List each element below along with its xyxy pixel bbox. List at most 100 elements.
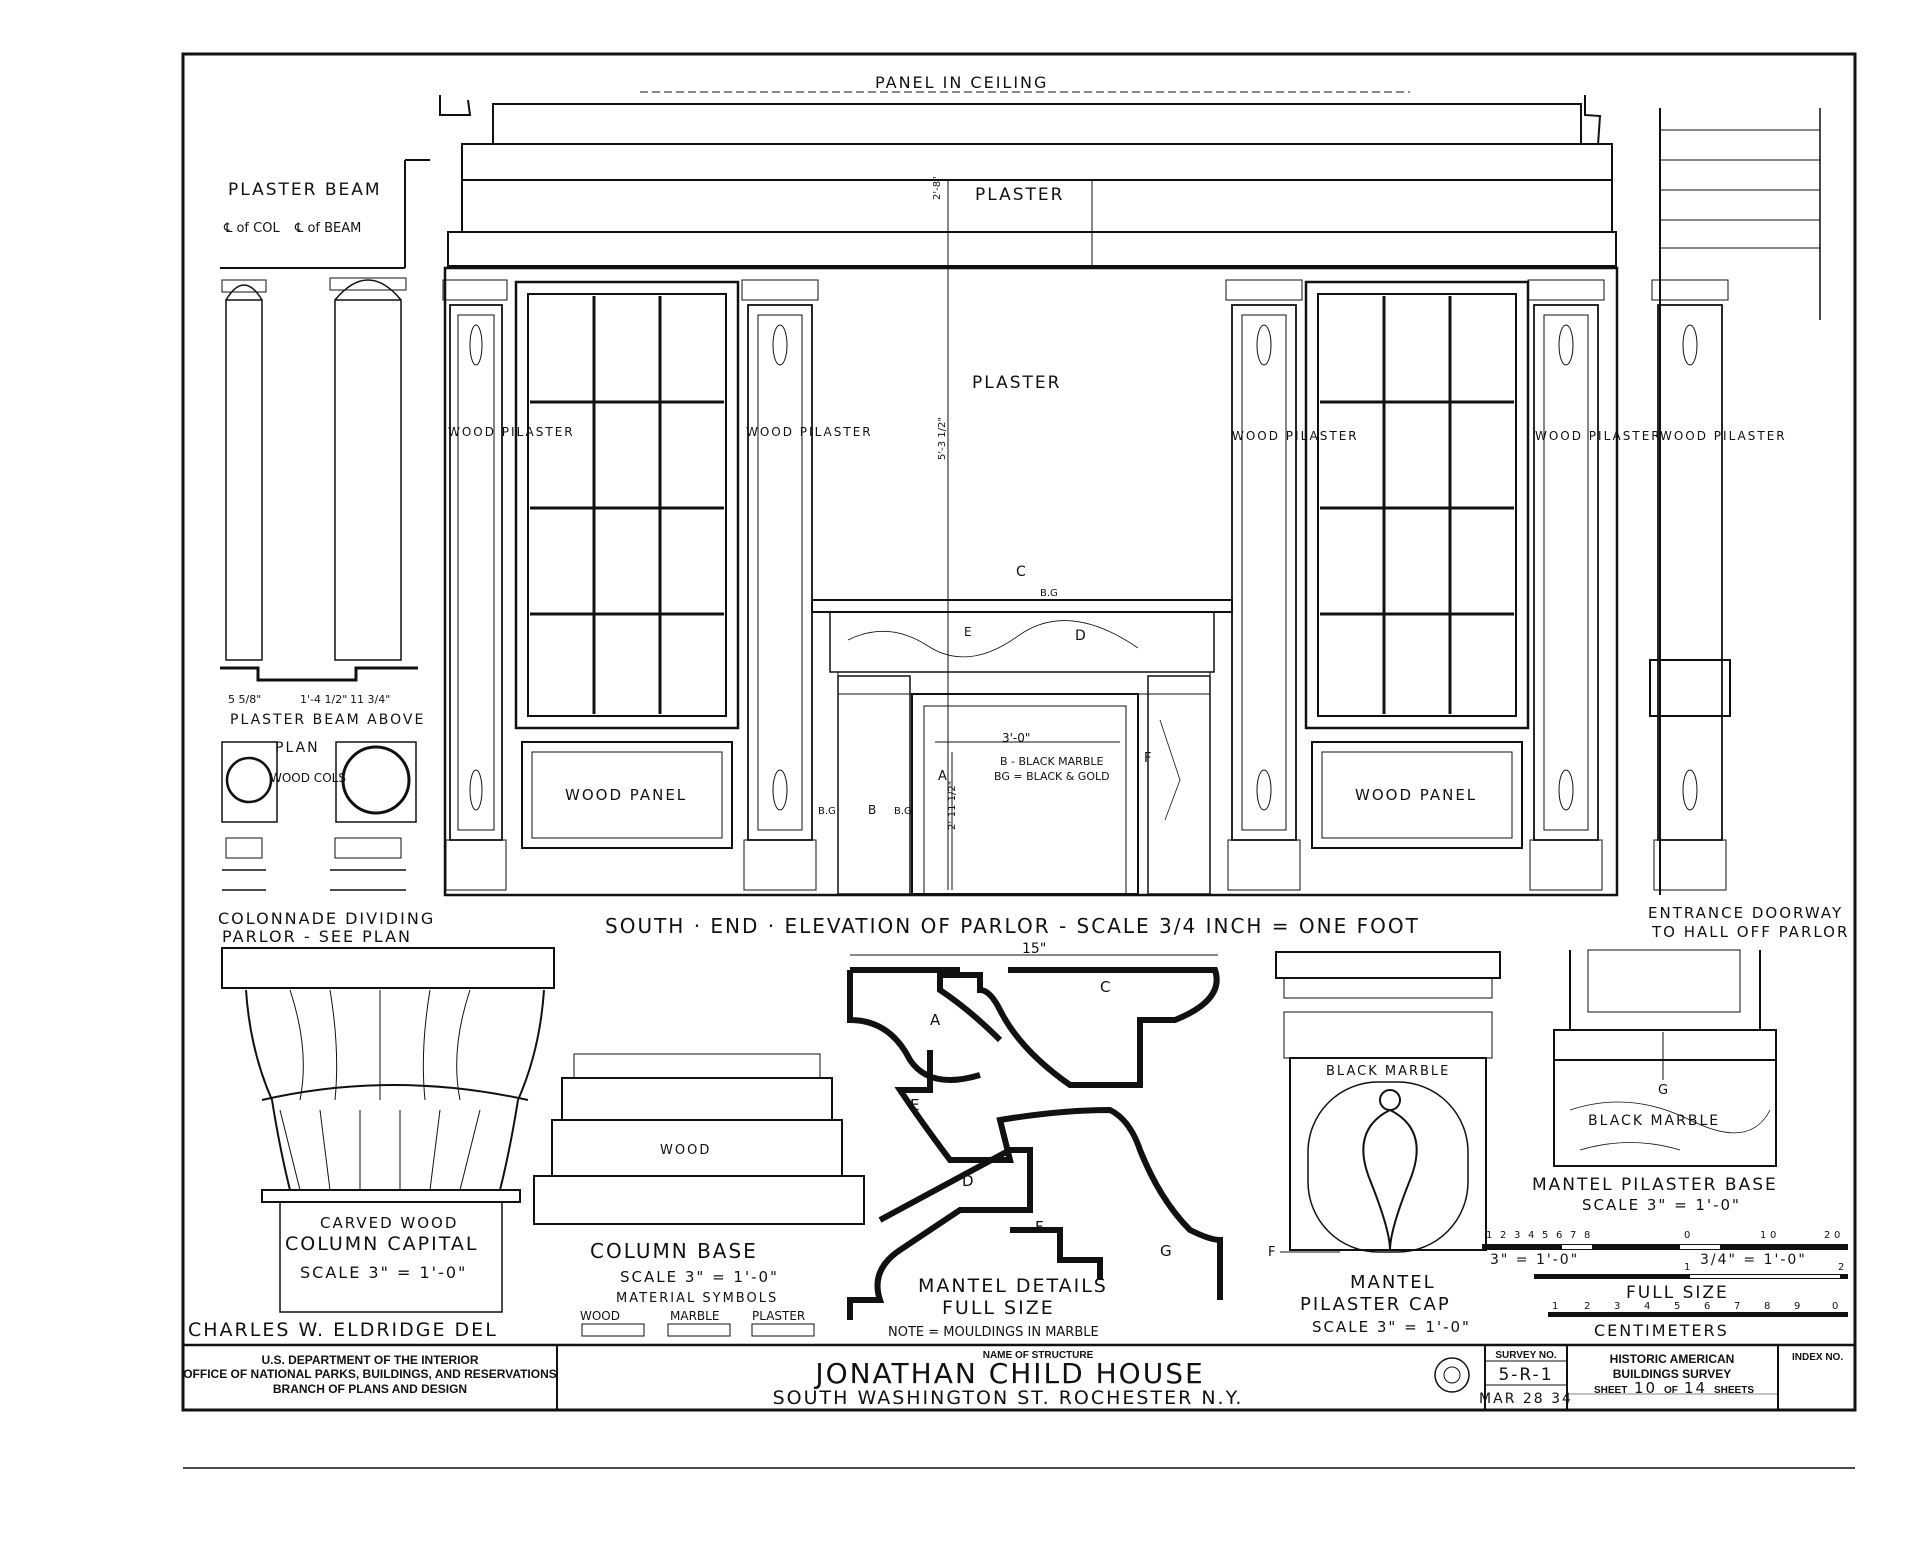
mantel-mark-g: G xyxy=(1160,1242,1172,1260)
index-no-label: INDEX NO. xyxy=(1792,1352,1843,1363)
column-shaft-left xyxy=(225,299,263,661)
scale1-tick: 8 xyxy=(1584,1230,1590,1241)
base-black-marble: BLACK MARBLE xyxy=(1588,1113,1720,1129)
dim-b: 1'-4 1/2" xyxy=(300,693,347,706)
scale1-tick: 1 xyxy=(1760,1230,1766,1241)
structure-name: JONATHAN CHILD HOUSE xyxy=(813,1357,1204,1390)
scale-bar-1 xyxy=(1482,1244,1848,1250)
habs-line-2: BUILDINGS SURVEY xyxy=(1613,1367,1731,1381)
mantel-note: NOTE = MOULDINGS IN MARBLE xyxy=(888,1325,1099,1340)
structure-address: SOUTH WASHINGTON ST. ROCHESTER N.Y. xyxy=(773,1387,1244,1409)
bg-mark-left: B.G xyxy=(818,806,836,817)
scale3-tick: 9 xyxy=(1794,1301,1800,1312)
mantel-mark-f: F xyxy=(1035,1218,1044,1236)
pilaster-1 xyxy=(442,279,508,891)
sheet-suffix: SHEETS xyxy=(1714,1385,1754,1396)
pilaster-base-title: MANTEL PILASTER BASE xyxy=(1532,1175,1778,1195)
graphic-scales: 1 2 3 4 5 6 7 8 0 1 0 2 0 3" = 1'-0" 3/4… xyxy=(1482,1230,1848,1340)
entrance-label-2: TO HALL OFF PARLOR xyxy=(1651,923,1849,941)
pilaster-2 xyxy=(741,279,819,891)
dim-fireplace-height: 2'-11 1/2" xyxy=(947,781,958,830)
fine-arts-seal xyxy=(1434,1357,1470,1393)
wood-panel-label-right: WOOD PANEL xyxy=(1355,786,1477,804)
plaster-beam-label: PLASTER BEAM xyxy=(228,180,382,200)
plaster-beam-above-label: PLASTER BEAM ABOVE xyxy=(230,712,425,728)
plaster-middle-label: PLASTER xyxy=(972,373,1061,393)
window-right xyxy=(1304,280,1530,730)
survey-no: 5-R-1 xyxy=(1498,1365,1553,1385)
mantel-mark-d: D xyxy=(962,1172,974,1190)
cl-beam-label: ℄ of BEAM xyxy=(294,221,361,236)
dim-middle: 5'-3 1/2" xyxy=(937,417,948,460)
colonnade-label-2: PARLOR - SEE PLAN xyxy=(222,927,412,946)
scale1-tick: 0 xyxy=(1834,1230,1840,1241)
section-mark-f: F xyxy=(1144,751,1151,766)
pilaster-cap-scale: SCALE 3" = 1'-0" xyxy=(1312,1318,1471,1336)
scale3-tick: 6 xyxy=(1704,1301,1710,1312)
wood-pilaster-label-right-section: WOOD PILASTER xyxy=(1660,429,1787,443)
legend-black-marble: B - BLACK MARBLE xyxy=(1000,755,1103,768)
pilaster-4 xyxy=(1527,279,1605,891)
mantel-mark-a: A xyxy=(930,1011,941,1029)
scale1-tick: 0 xyxy=(1770,1230,1776,1241)
material-plaster-label: PLASTER xyxy=(752,1309,805,1323)
sheet-border xyxy=(181,52,1857,1412)
section-mark-d: D xyxy=(1075,628,1086,644)
wood-cols-label: WOOD COLS xyxy=(270,771,346,785)
sheet-prefix: SHEET xyxy=(1594,1385,1627,1396)
mantel-title-2: FULL SIZE xyxy=(942,1297,1055,1319)
mantel-title-1: MANTEL DETAILS xyxy=(918,1275,1108,1297)
agency-line-2: OFFICE OF NATIONAL PARKS, BUILDINGS, AND… xyxy=(183,1367,557,1381)
wood-pilaster-label-2: WOOD PILASTER xyxy=(746,425,873,439)
wood-pilaster-label-4: WOOD PILASTER xyxy=(1535,429,1662,443)
base-scale: SCALE 3" = 1'-0" xyxy=(620,1268,779,1286)
window-left xyxy=(514,280,740,730)
scale3-tick: 4 xyxy=(1644,1301,1650,1312)
scale3-tick: 0 xyxy=(1832,1301,1838,1312)
habs-line-1: HISTORIC AMERICAN xyxy=(1610,1352,1735,1366)
south-end-elevation: PANEL IN CEILING PLASTER PLASTER 2'-8" 5… xyxy=(439,73,1662,938)
scale3-tick: 5 xyxy=(1674,1301,1680,1312)
scale1-tick: 2 xyxy=(1500,1230,1506,1241)
column-shaft-right xyxy=(334,299,402,661)
material-marble-label: MARBLE xyxy=(670,1309,719,1323)
mantel-dim: 15" xyxy=(1022,941,1046,957)
mantel-pilaster-base-detail: G BLACK MARBLE MANTEL PILASTER BASE SCAL… xyxy=(1532,949,1778,1214)
scale3-label: CENTIMETERS xyxy=(1594,1321,1729,1340)
sheet-of: OF xyxy=(1664,1385,1678,1396)
pilaster-cap-title-1: MANTEL xyxy=(1350,1272,1436,1293)
scale3-tick: 2 xyxy=(1584,1301,1590,1312)
section-mark-c: C xyxy=(1016,564,1026,580)
dim-upper: 2'-8" xyxy=(932,176,943,200)
pilaster-base-scale: SCALE 3" = 1'-0" xyxy=(1582,1196,1741,1214)
scale3-tick: 7 xyxy=(1734,1301,1740,1312)
mantel-mark-c: C xyxy=(1100,978,1110,996)
scale2-tick: 2 xyxy=(1838,1262,1844,1273)
agency-line-1: U.S. DEPARTMENT OF THE INTERIOR xyxy=(261,1353,478,1367)
name-of-structure-label: NAME OF STRUCTURE xyxy=(983,1350,1094,1361)
scale1-tick: 0 xyxy=(1684,1230,1690,1241)
scale-bar-3 xyxy=(1548,1312,1848,1317)
base-g: G xyxy=(1658,1083,1668,1098)
wood-panel-label-left: WOOD PANEL xyxy=(565,786,687,804)
mantel-details-full-size: 15" A C D E F G MANTEL DETAILS FULL SIZE… xyxy=(847,941,1223,1340)
title-block: U.S. DEPARTMENT OF THE INTERIOR OFFICE O… xyxy=(183,1345,1843,1410)
panel-in-ceiling-label: PANEL IN CEILING xyxy=(875,73,1048,92)
entrance-label-1: ENTRANCE DOORWAY xyxy=(1648,904,1843,922)
sheet-total: 14 xyxy=(1684,1379,1707,1397)
material-marble-swatch xyxy=(667,1323,731,1337)
delineator-signature: CHARLES W. ELDRIDGE DEL xyxy=(188,1319,498,1341)
column-capital-detail: CARVED WOOD COLUMN CAPITAL SCALE 3" = 1'… xyxy=(221,947,555,1313)
scale2-label: FULL SIZE xyxy=(1626,1283,1729,1303)
column-base-detail: WOOD COLUMN BASE SCALE 3" = 1'-0" MATERI… xyxy=(533,1053,865,1337)
scale3-tick: 8 xyxy=(1764,1301,1770,1312)
scale1-tick: 7 xyxy=(1570,1230,1576,1241)
pilaster-cap-f: F xyxy=(1268,1245,1275,1260)
material-symbols-title: MATERIAL SYMBOLS xyxy=(616,1291,778,1306)
dim-fireplace-width: 3'-0" xyxy=(1002,731,1030,745)
base-title: COLUMN BASE xyxy=(590,1239,758,1263)
wood-pilaster-label-1: WOOD PILASTER xyxy=(448,425,575,439)
scale1-tick: 5 xyxy=(1542,1230,1548,1241)
pilaster-cap-title-2: PILASTER CAP xyxy=(1300,1294,1451,1315)
dim-c: 11 3/4" xyxy=(350,693,390,706)
